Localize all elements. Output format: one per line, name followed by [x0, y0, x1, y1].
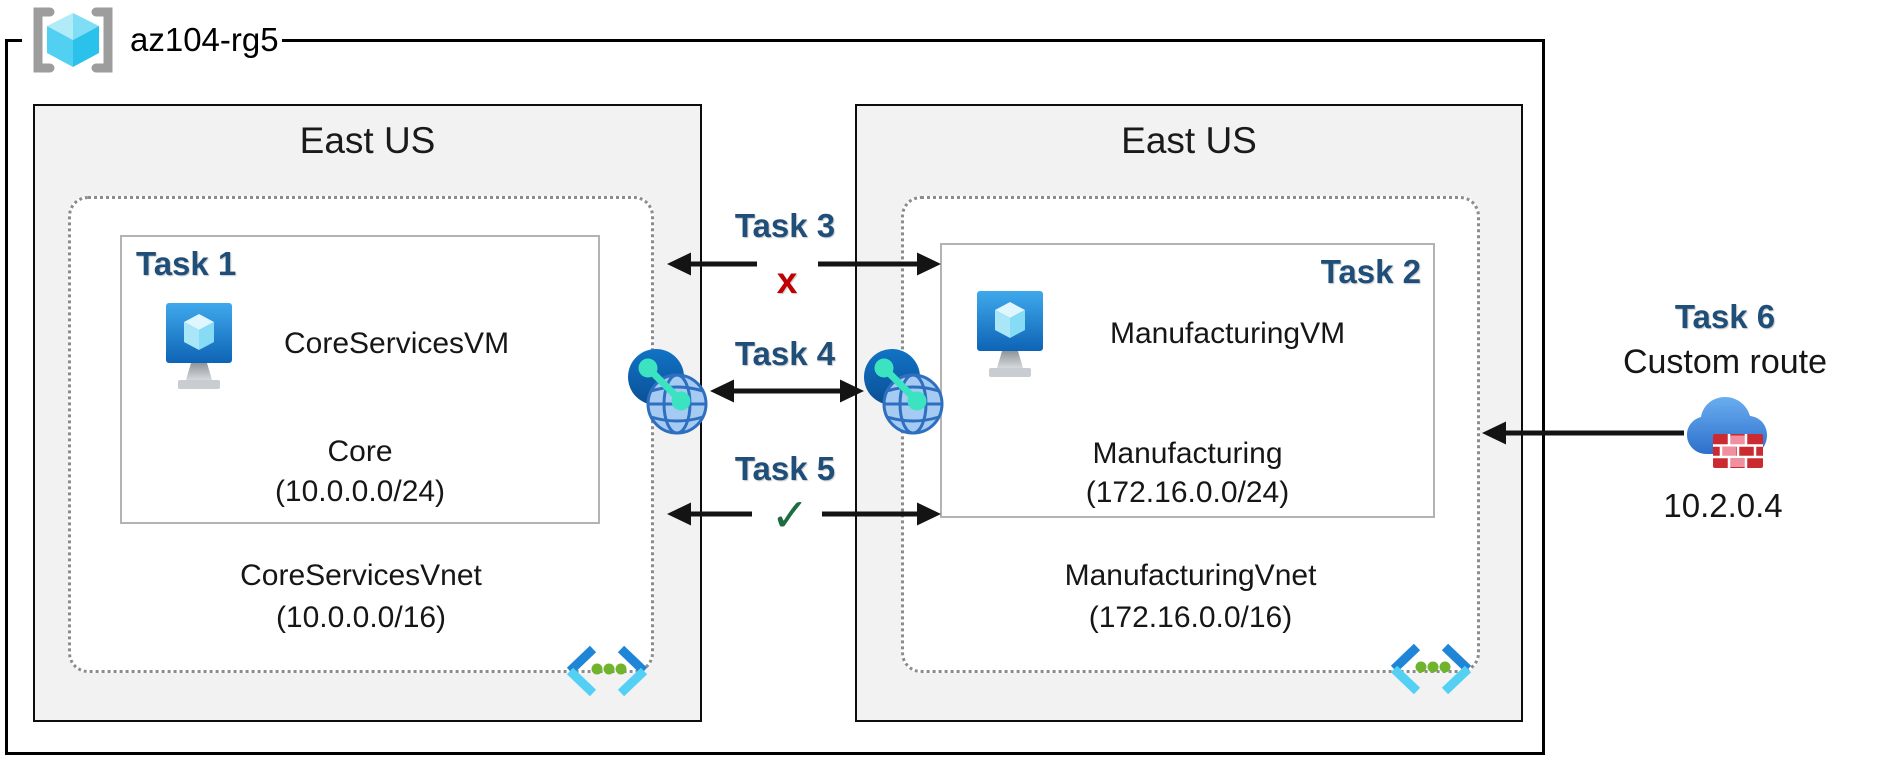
manufacturing-subnet-box: Task 2 ManufacturingVM Manufacturing (17…	[940, 243, 1435, 518]
manufacturing-subnet-cidr: (172.16.0.0/24)	[1085, 476, 1290, 509]
core-subnet-cidr: (10.0.0.0/24)	[274, 475, 446, 508]
allowed-check-mark: ✓	[770, 489, 810, 541]
task6-label: Task 6	[1674, 298, 1776, 335]
manufacturing-vm-name: ManufacturingVM	[1110, 317, 1346, 350]
manufacturing-vm-icon	[977, 291, 1043, 377]
resource-group-box	[5, 39, 1545, 755]
virtual-network-icon	[566, 645, 648, 697]
task2-label: Task 2	[1320, 253, 1421, 290]
task4-label: Task 4	[734, 335, 836, 372]
task6-subtitle: Custom route	[1622, 343, 1828, 381]
vnet-peering-icon	[628, 349, 708, 435]
cloud-firewall-icon	[1687, 397, 1767, 468]
manufacturing-vnet-cidr: (172.16.0.0/16)	[1088, 601, 1293, 634]
region-right-title: East US	[1121, 120, 1257, 161]
resource-group-icon	[33, 7, 113, 73]
core-services-vnet-cidr: (10.0.0.0/16)	[275, 601, 447, 634]
core-services-vm-name: CoreServicesVM	[284, 327, 510, 360]
task1-label: Task 1	[136, 245, 237, 282]
manufacturing-subnet-name: Manufacturing	[1092, 437, 1283, 470]
resource-group-name: az104-rg5	[130, 21, 279, 58]
task6-nva-ip: 10.2.0.4	[1663, 487, 1783, 524]
task5-label: Task 5	[734, 450, 836, 487]
virtual-network-icon	[1390, 643, 1472, 695]
core-services-vnet-name: CoreServicesVnet	[240, 559, 482, 592]
core-subnet-name: Core	[327, 435, 393, 468]
task3-label: Task 3	[734, 207, 836, 244]
vnet-peering-icon	[864, 349, 944, 435]
core-subnet-box: Task 1 CoreServicesVM Core (10.0.0.0/24)	[120, 235, 600, 524]
blocked-x-mark: x	[776, 260, 798, 301]
resource-group-border-gap	[22, 36, 282, 46]
region-left-title: East US	[299, 120, 436, 161]
core-services-vm-icon	[166, 303, 232, 389]
manufacturing-vnet-name: ManufacturingVnet	[1064, 559, 1317, 592]
